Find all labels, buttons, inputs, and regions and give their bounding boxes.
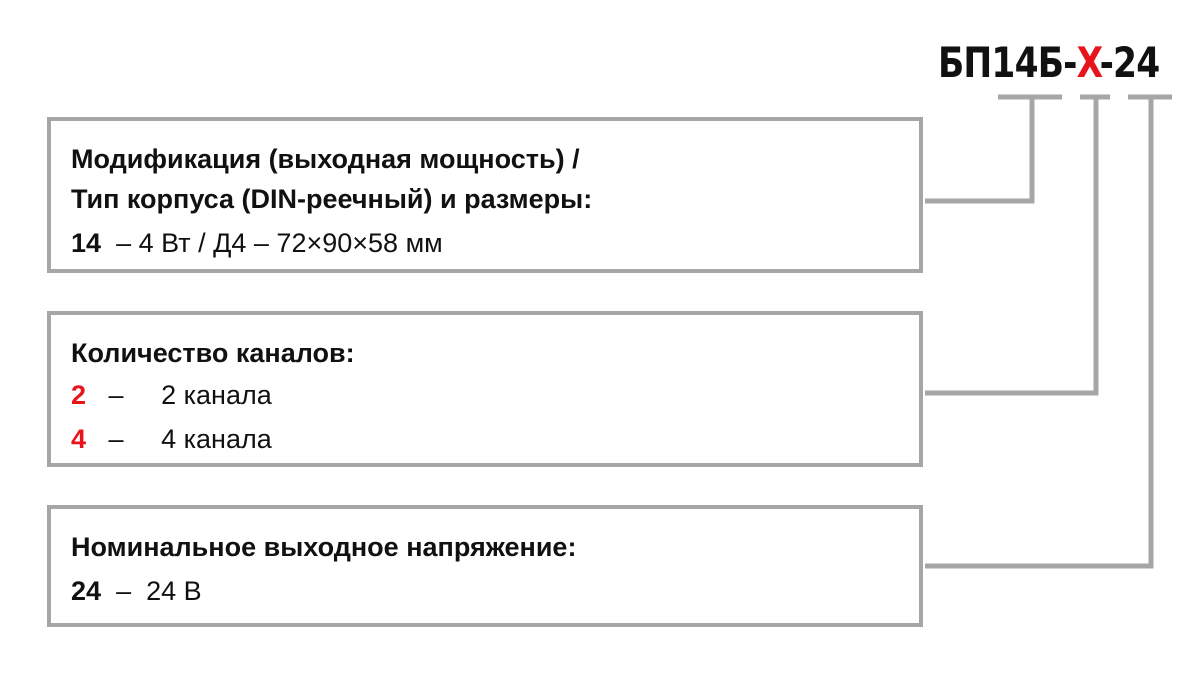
option-desc: 24 В <box>146 576 202 606</box>
channels-box: Количество каналов: 2 – 2 канала 4 – 4 к… <box>47 311 923 467</box>
code-suffix: 24 <box>1113 38 1160 87</box>
code-variable: X <box>1076 38 1101 87</box>
option-desc: 2 канала <box>161 380 272 410</box>
option-dash: – <box>116 228 132 258</box>
option-desc: 4 Вт / Д4 – 72×90×58 мм <box>138 228 443 258</box>
code-prefix: БП14Б <box>938 38 1064 87</box>
option-code: 2 <box>71 380 87 410</box>
option-code: 4 <box>71 424 87 454</box>
option-dash: – <box>108 424 124 454</box>
option-row: 14 – 4 Вт / Д4 – 72×90×58 мм <box>71 221 443 265</box>
box-heading: Модификация (выходная мощность) / <box>71 144 580 174</box>
voltage-box: Номинальное выходное напряжение: 24 – 24… <box>47 505 923 627</box>
box-heading: Количество каналов: <box>71 338 355 368</box>
option-row: 24 – 24 В <box>71 569 202 613</box>
option-code: 24 <box>71 576 102 606</box>
box-heading: Тип корпуса (DIN-реечный) и размеры: <box>71 184 593 214</box>
connector-channels <box>925 97 1099 396</box>
connector-modification <box>925 97 1035 204</box>
product-code: БП14Б-X-24 <box>938 42 1160 84</box>
code-separator: - <box>1099 38 1114 87</box>
option-row: 2 – 2 канала <box>71 373 272 417</box>
option-code: 14 <box>71 228 102 258</box>
box-heading: Номинальное выходное напряжение: <box>71 532 577 562</box>
option-desc: 4 канала <box>161 424 272 454</box>
code-separator: - <box>1063 38 1077 87</box>
option-dash: – <box>116 576 132 606</box>
option-row: 4 – 4 канала <box>71 417 272 461</box>
modification-box: Модификация (выходная мощность) / Тип ко… <box>47 117 923 273</box>
connector-voltage <box>925 97 1154 569</box>
option-dash: – <box>108 380 124 410</box>
